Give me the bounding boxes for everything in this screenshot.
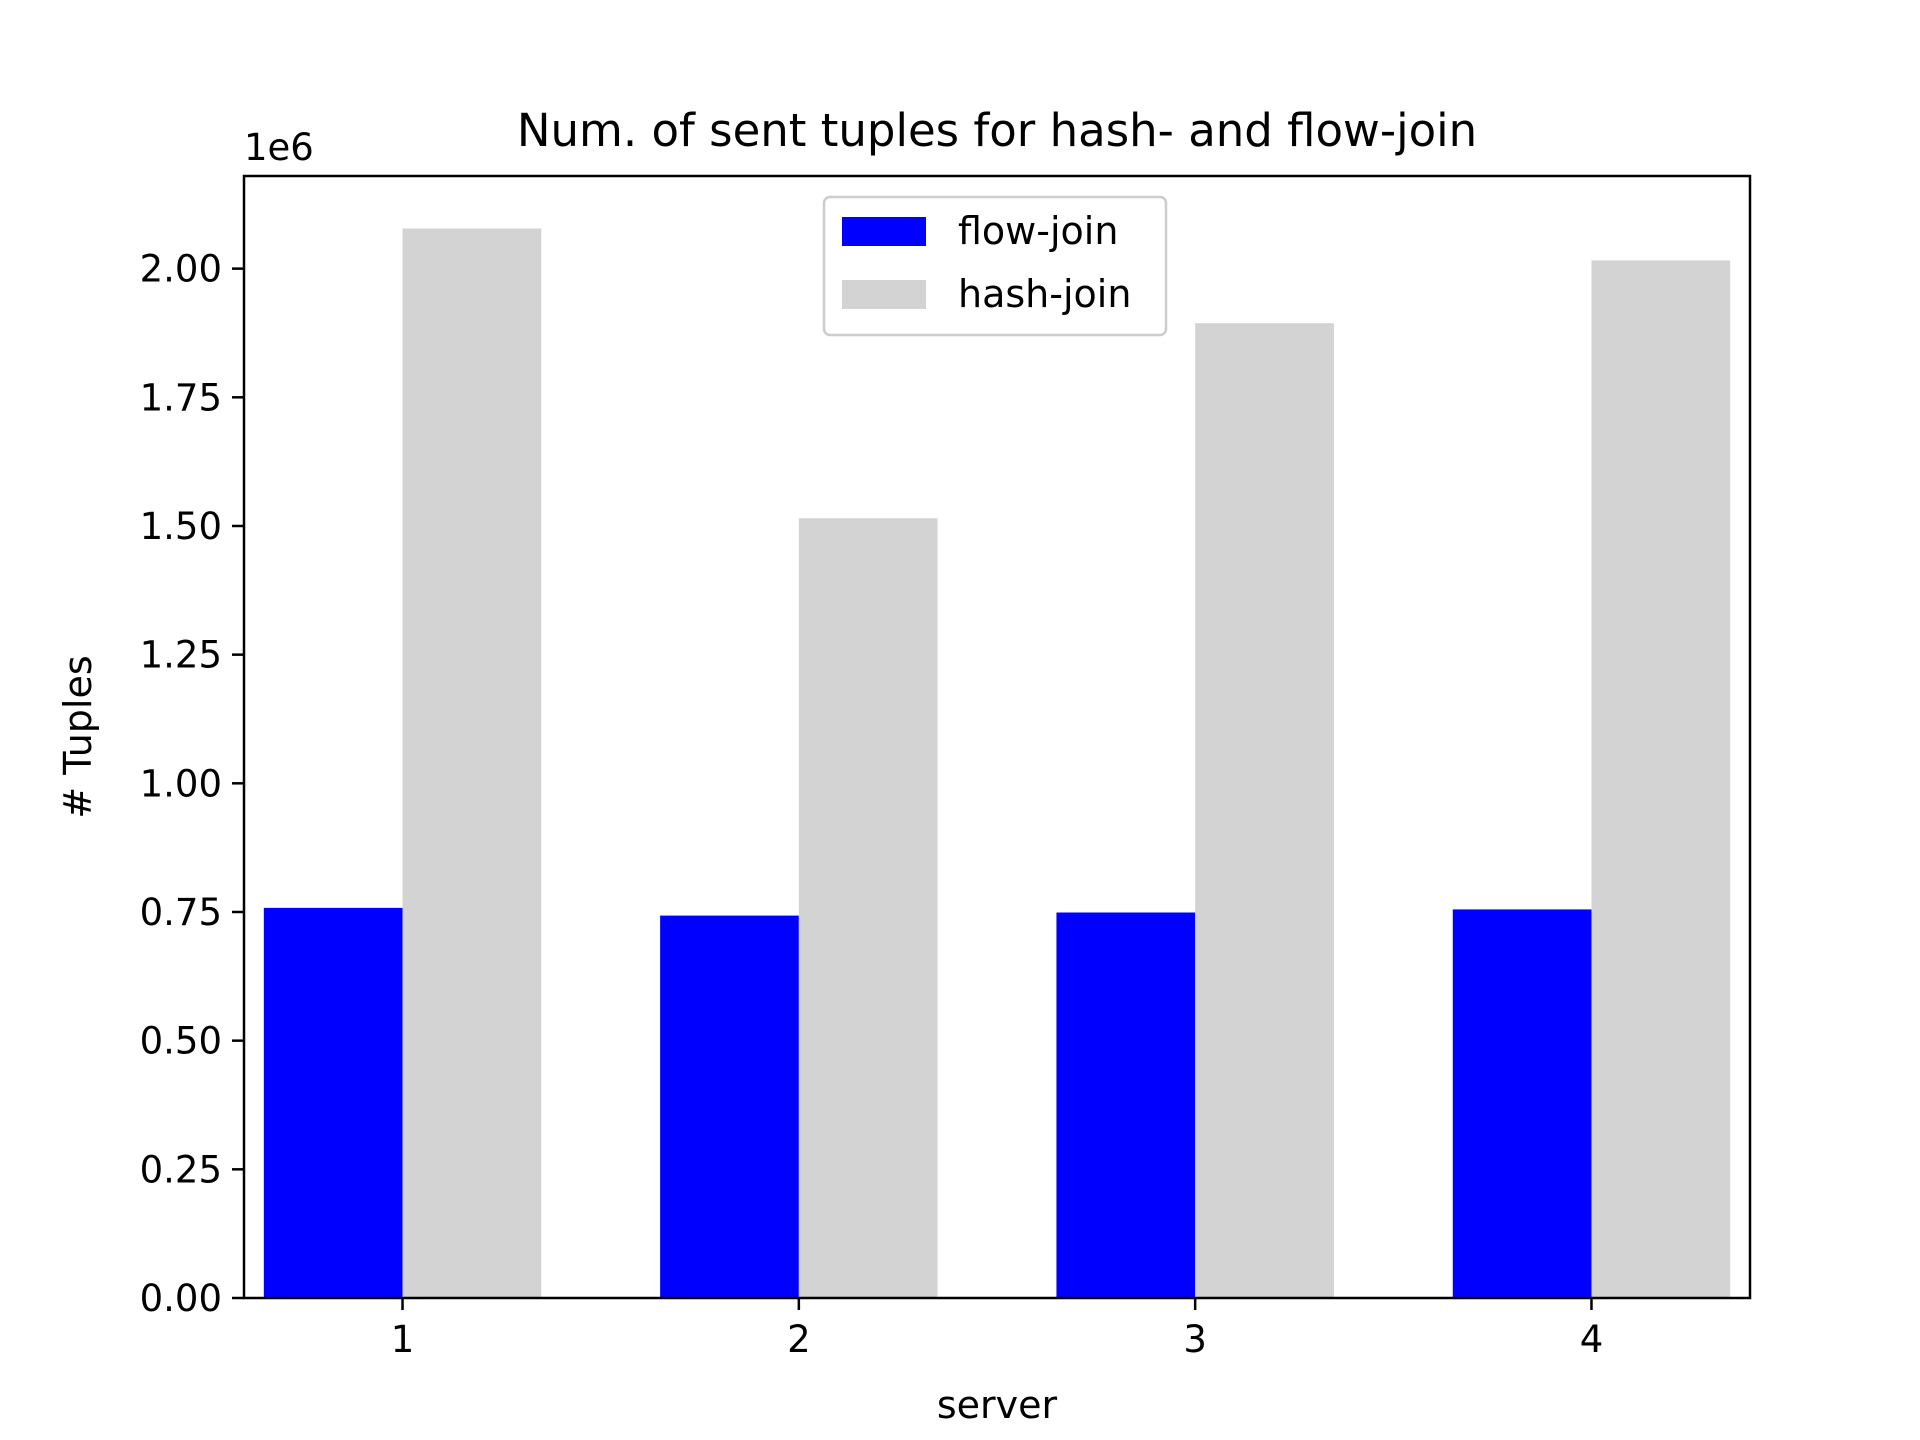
x-tick-label: 3 [1183, 1318, 1207, 1361]
x-tick-label: 1 [391, 1318, 415, 1361]
y-tick-label: 0.50 [140, 1020, 222, 1063]
legend-swatch-flow-join [842, 217, 926, 246]
y-tick-label: 1.75 [140, 376, 222, 419]
y-tick-label: 2.00 [140, 248, 222, 291]
y-axis-label: # Tuples [56, 655, 100, 818]
legend-label-hash-join: hash-join [958, 272, 1131, 316]
legend-swatch-hash-join [842, 280, 926, 309]
bar-hash-join-server-3 [1195, 323, 1334, 1299]
bar-flow-join-server-3 [1056, 912, 1196, 1298]
ticks-layer: 0.00 0.25 0.50 0.75 1.00 1.25 1.50 1.75 2.00 1 2 3 4 [140, 248, 1604, 1361]
chart-title: Num. of sent tuples for hash- and flow-j… [517, 104, 1477, 157]
x-axis-label: server [937, 1383, 1058, 1427]
bar-hash-join-server-1 [402, 228, 542, 1298]
y-tick-label: 0.75 [140, 891, 222, 934]
legend: flow-join hash-join [822, 195, 1168, 337]
bar-flow-join-server-2 [660, 915, 799, 1298]
y-tick-label: 0.00 [140, 1277, 222, 1320]
bar-hash-join-server-2 [798, 518, 938, 1298]
bar-flow-join-server-1 [263, 907, 403, 1298]
y-tick-label: 1.50 [140, 505, 222, 548]
y-axis-offset-label: 1e6 [244, 126, 314, 169]
bars-layer [263, 228, 1731, 1299]
x-tick-label: 4 [1580, 1318, 1604, 1361]
y-tick-label: 1.00 [140, 762, 222, 805]
y-tick-label: 1.25 [140, 634, 222, 677]
plot-frame [242, 174, 1752, 1300]
y-tick-label: 0.25 [140, 1148, 222, 1191]
bar-flow-join-server-4 [1452, 909, 1592, 1298]
legend-label-flow-join: flow-join [958, 209, 1118, 253]
bar-hash-join-server-4 [1591, 260, 1731, 1298]
x-tick-label: 2 [787, 1318, 811, 1361]
